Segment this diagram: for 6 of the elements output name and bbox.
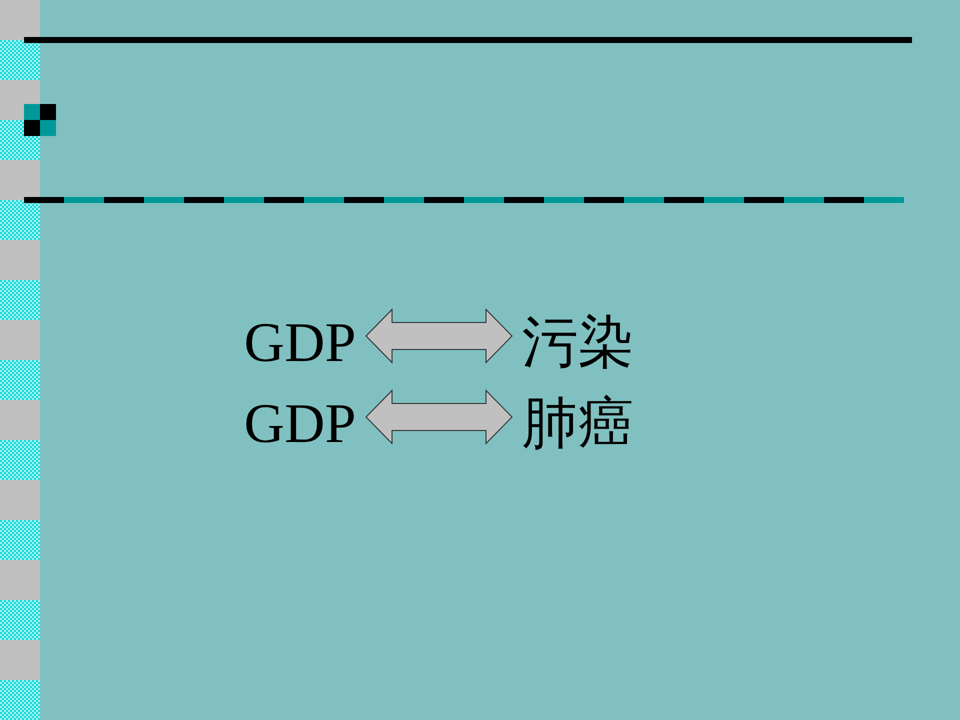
double-arrow [365, 308, 513, 364]
term-label: GDP [234, 311, 366, 375]
term-label: 污染 [512, 311, 644, 375]
term-label: 肺癌 [512, 392, 644, 456]
term-label: GDP [234, 392, 366, 456]
double-arrow [365, 389, 513, 445]
